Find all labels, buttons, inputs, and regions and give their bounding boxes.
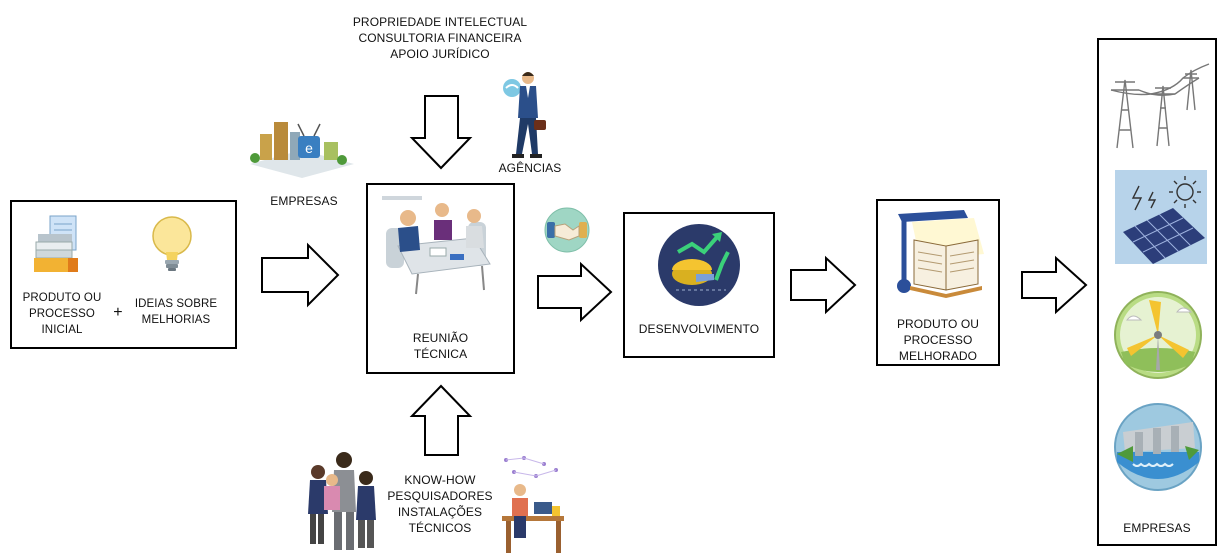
svg-text:e: e [305, 140, 313, 156]
growth-chart-icon [658, 224, 740, 306]
researchers-group-icon [308, 452, 376, 550]
top-support-text: PROPRIEDADE INTELECTUAL CONSULTORIA FINA… [352, 15, 528, 61]
improvement-ideas-text: IDEIAS SOBRE MELHORIAS [134, 298, 218, 326]
arrow-improved-to-companies [1021, 255, 1088, 315]
plus-sign: + [113, 304, 123, 321]
power-lines-icon [1110, 63, 1210, 149]
businessman-icon [503, 72, 546, 158]
city-icon: e [250, 122, 354, 178]
bottom-support-text: KNOW-HOW PESQUISADORES INSTALAÇÕES TÉCNI… [387, 473, 493, 535]
reading-lamp-book-icon [897, 210, 984, 298]
companies-right-label: EMPRESAS [1123, 521, 1191, 535]
initial-product-text: PRODUTO OU PROCESSO INICIAL [22, 292, 102, 336]
wind-turbine-icon [1114, 291, 1202, 379]
improved-product-text: PRODUTO OU PROCESSO MELHORADO [896, 317, 980, 363]
arrow-development-to-improved [790, 255, 857, 315]
hydro-dam-icon [1114, 403, 1202, 491]
meeting-icon [382, 196, 491, 295]
arrow-meeting-to-development [537, 261, 613, 323]
development-label: DESENVOLVIMENTO [638, 322, 760, 336]
handshake-icon [544, 207, 590, 253]
documents-stack-icon [34, 215, 78, 272]
arrow-bottom-support-up [409, 384, 473, 456]
arrow-top-support-down [409, 95, 473, 170]
agencies-label: AGÊNCIAS [498, 161, 562, 175]
lightbulb-icon [152, 216, 192, 271]
technical-meeting-text: REUNIÃO TÉCNICA [412, 331, 469, 361]
arrow-inputs-to-meeting [261, 242, 340, 308]
companies-left-label: EMPRESAS [270, 194, 338, 208]
researcher-desk-icon [502, 456, 564, 553]
inputs-box [10, 200, 237, 349]
solar-panel-icon [1115, 170, 1207, 264]
